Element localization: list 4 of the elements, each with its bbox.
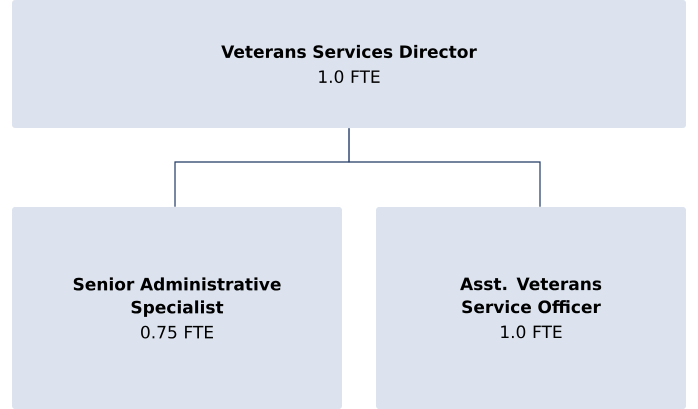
connector-line	[348, 128, 541, 207]
org-box: Veterans Services Director 1.0 FTE	[12, 0, 686, 128]
org-box: Senior Administrative Specialist 0.75 FTE	[12, 207, 342, 409]
org-box: Asst. Veterans Service Officer 1.0 FTE	[376, 207, 686, 409]
